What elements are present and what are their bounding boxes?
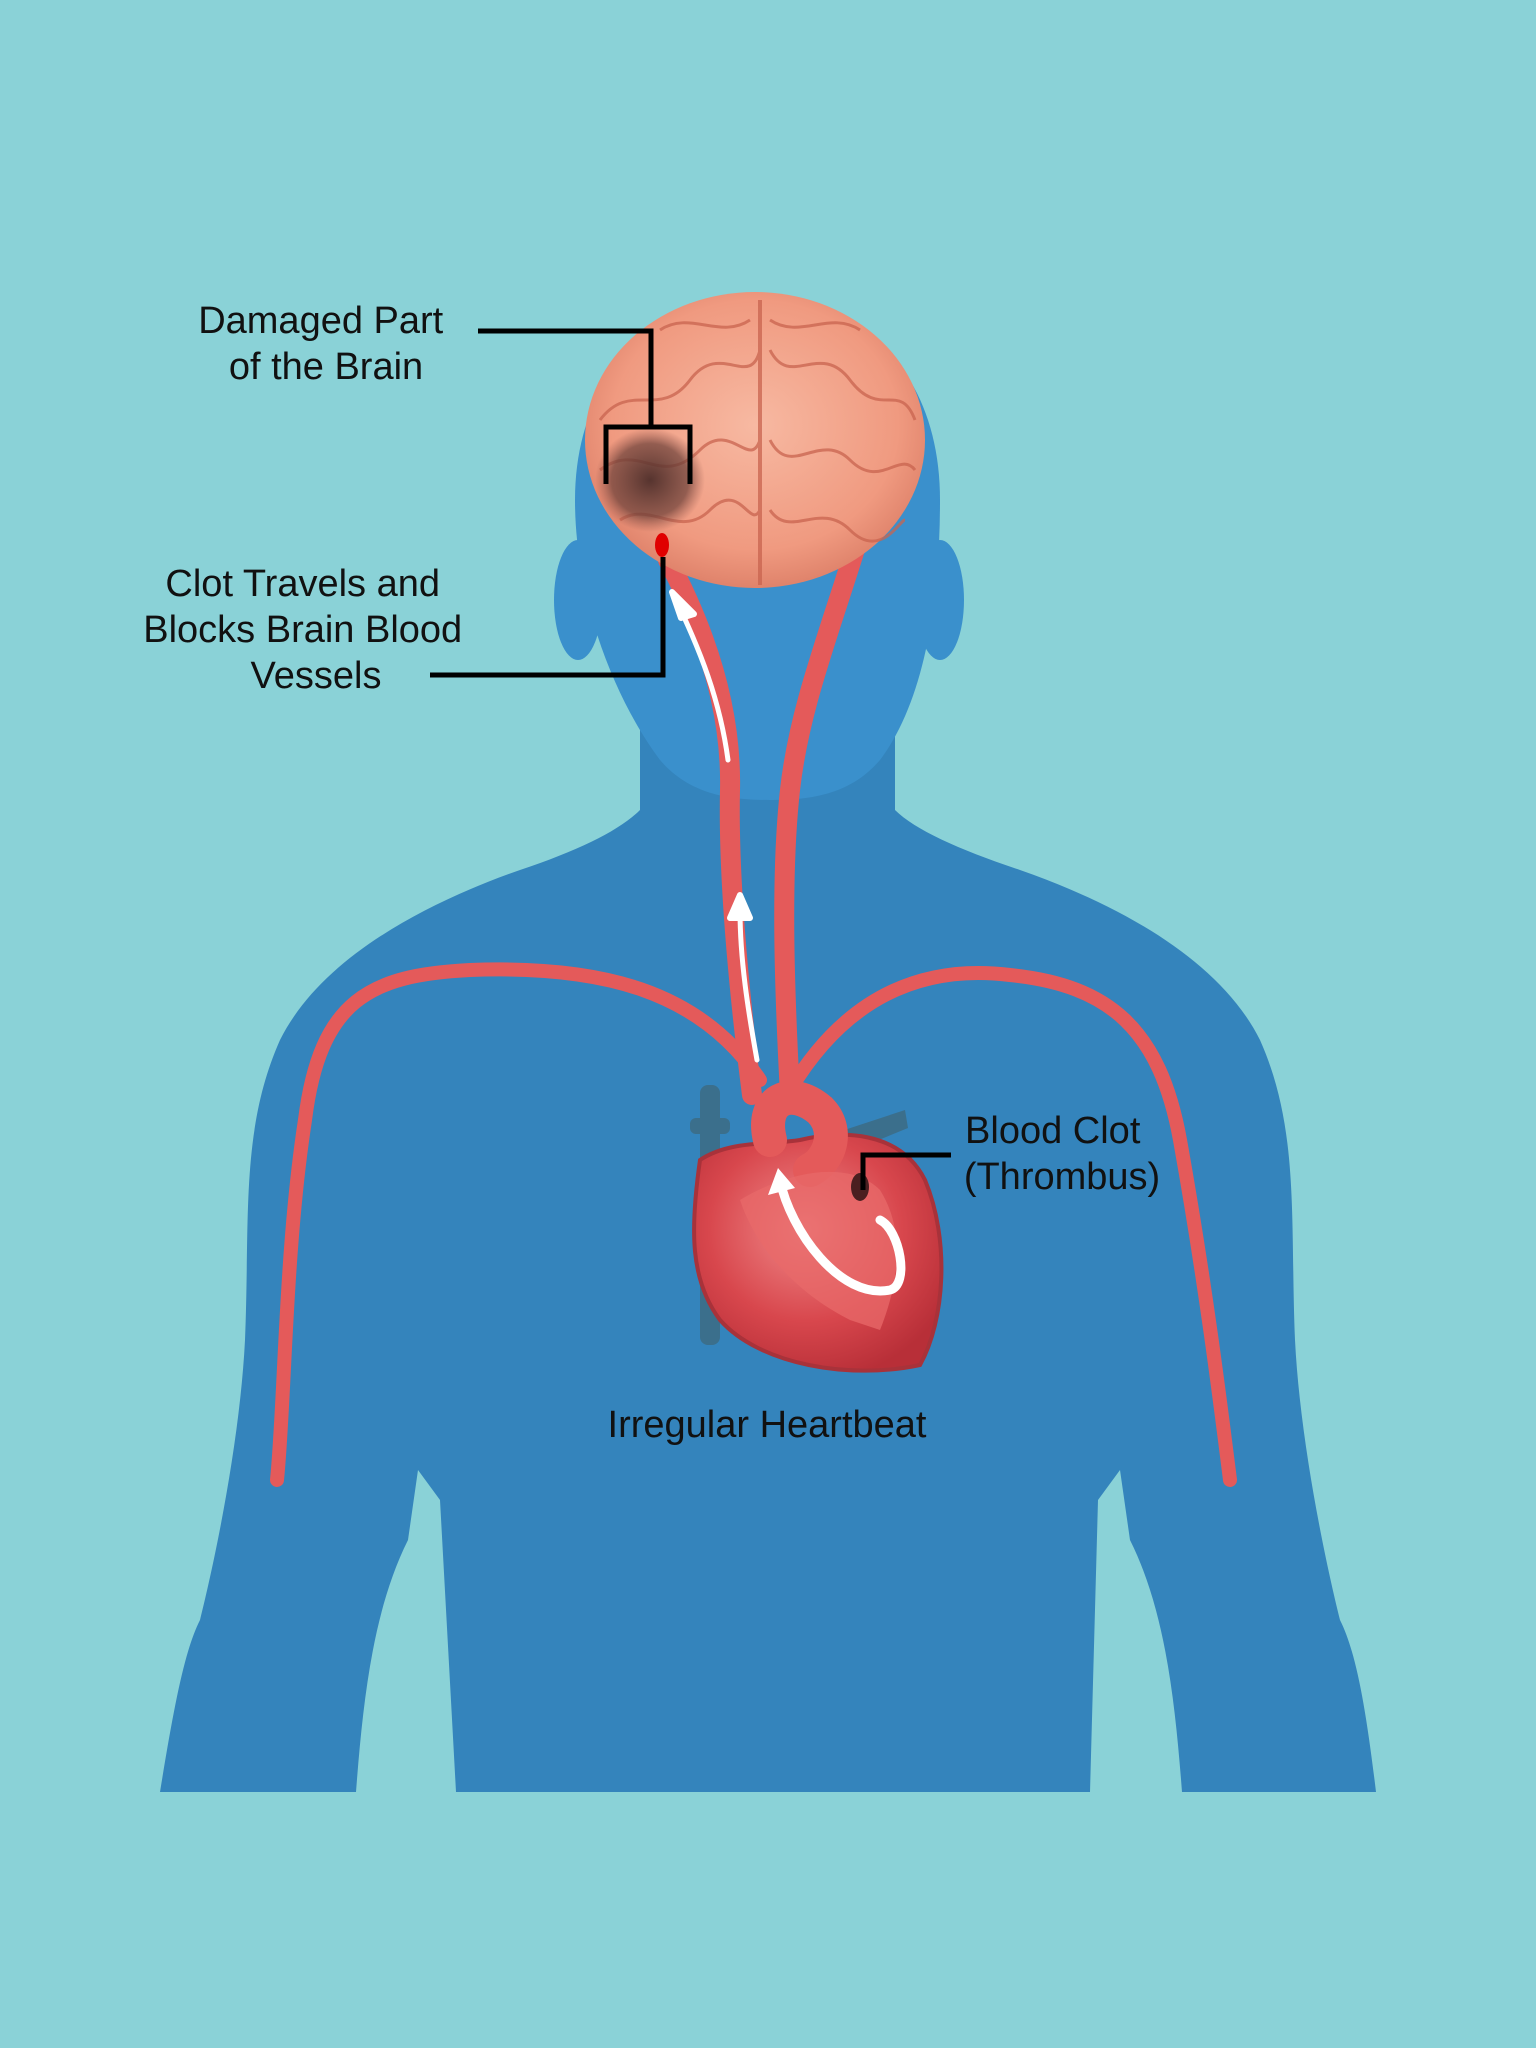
label-clot-travels: Clot Travels and Blocks Brain Blood Vess…	[143, 563, 473, 697]
artery-left-arm	[270, 962, 767, 1487]
artery-left-carotid	[658, 550, 762, 1105]
heart-icon	[690, 1080, 944, 1373]
artery-right-arm	[783, 965, 1237, 1487]
arrowhead-upper	[669, 589, 697, 621]
arrow-lower	[737, 907, 760, 1063]
damaged-area	[595, 428, 705, 532]
label-damaged-brain: Damaged Part of the Brain	[198, 300, 454, 388]
heart-clot	[851, 1173, 869, 1201]
leader-damaged-brain	[478, 328, 693, 484]
label-blood-clot: Blood Clot (Thrombus)	[964, 1110, 1160, 1198]
label-irregular-heartbeat: Irregular Heartbeat	[608, 1404, 927, 1446]
leader-clot-travels	[430, 557, 666, 678]
brain-icon	[585, 292, 925, 588]
brain-clot	[655, 533, 669, 557]
artery-right-carotid	[774, 490, 880, 1105]
arrowhead-lower	[727, 892, 753, 921]
leader-blood-clot	[860, 1152, 951, 1190]
